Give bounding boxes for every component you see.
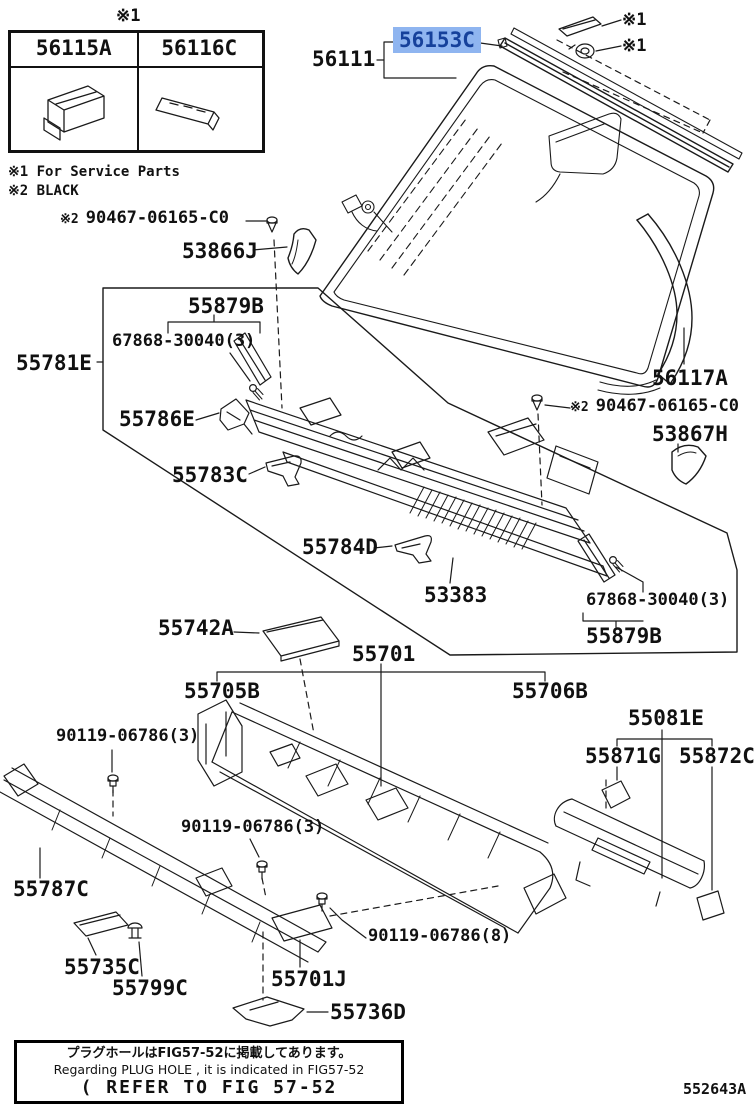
inset-marker: ※1 [116,6,141,26]
grommet-55799c [127,922,143,939]
part-number: 90467-06165-C0 [85,208,230,228]
inset-part-drawings [43,85,220,141]
flange-55701j [271,904,333,942]
mirror-mount [535,112,622,203]
bracket-55872c [696,890,725,921]
part-label-90467-06165-c0-right[interactable]: ※2 90467-06165-C0 [570,396,740,416]
service-parts-top-right [558,16,602,59]
retainer-55879b-left [233,332,272,386]
plug-hole-note-en: Regarding PLUG HOLE , it is indicated in… [53,1062,365,1078]
part-label-55787c[interactable]: 55787C [13,877,89,901]
inset-divider [136,33,139,150]
part-55786e [219,398,253,435]
part-label-53866j[interactable]: 53866J [182,239,258,263]
part-label-55706b[interactable]: 55706B [512,679,588,703]
brace-55705b [197,699,243,787]
part-label-55783c[interactable]: 55783C [172,463,248,487]
bracket-55736d [232,996,305,1027]
group-border-55781e [102,287,738,656]
part-label-55781e[interactable]: 55781E [16,351,92,375]
part-label-90119-06786-8[interactable]: 90119-06786(8) [368,926,512,946]
ref-marker-1b: ※1 [622,36,647,56]
part-label-55879b-right[interactable]: 55879B [586,624,662,648]
reinforcement-group-55081e [553,780,725,921]
service-grommet [575,43,595,59]
lower-molding-56117a [597,213,693,395]
wiper-pivot [341,194,393,233]
cowl-louver-group [219,332,616,583]
vent-grille-hatch [409,486,537,550]
ref-marker-2: ※2 [570,400,589,415]
screw-67868-left [248,383,264,401]
ref-marker-2: ※2 [60,212,79,227]
service-strip [558,16,602,37]
plug-hole-note-jp: プラグホールはFIG57-52に掲載してあります。 [66,1046,352,1061]
part-label-55081e[interactable]: 55081E [628,706,704,730]
inset-header-line [11,66,262,68]
clip-90467-right [531,394,543,411]
part-label-53383[interactable]: 53383 [424,583,488,607]
leader-lines [39,19,713,1013]
clip-90467-top [266,216,278,233]
brace-55706b [523,873,567,915]
retainer-55879b-right [577,533,616,583]
part-label-55799c[interactable]: 55799C [112,976,188,1000]
part-label-56153c-highlighted[interactable]: 56153C [393,27,481,54]
silencer-55742a [262,616,340,662]
top-molding-56153c [497,27,743,173]
part-label-90119-06786-3-mid[interactable]: 90119-06786(3) [181,817,325,837]
part-label-67868-30040-upper[interactable]: 67868-30040(3) [112,331,256,351]
windshield-glass [319,64,715,388]
part-number: 90467-06165-C0 [595,396,740,416]
part-label-53867h[interactable]: 53867H [652,422,728,446]
part-label-56117a[interactable]: 56117A [652,366,728,390]
weatherstrip-53383 [282,451,608,577]
part-label-55701[interactable]: 55701 [352,642,416,666]
note-service-parts: ※1 For Service Parts [8,164,180,180]
part-label-55879b-upper[interactable]: 55879B [188,294,264,318]
dash-panel-group [0,763,327,963]
part-label-55742a[interactable]: 55742A [158,616,234,640]
service-parts-box: 56115A 56116C [8,30,265,153]
part-label-56111[interactable]: 56111 [312,47,376,71]
plug-hole-note-box: プラグホールはFIG57-52に掲載してあります。 Regarding PLUG… [14,1040,404,1104]
part-55783c [265,455,302,487]
plug-hole-refer: ( REFER TO FIG 57-52 [80,1077,338,1099]
bracket-55735c [73,911,129,937]
cowl-panel-group [197,616,567,1027]
garnish-53866j [287,227,317,275]
garnish-53867h [671,444,707,485]
ref-marker-1a: ※1 [622,10,647,30]
part-label-55786e[interactable]: 55786E [119,407,195,431]
bolt-90119-mid [256,860,268,880]
part-label-55872c[interactable]: 55872C [679,744,755,768]
part-label-55701j[interactable]: 55701J [271,967,347,991]
part-label-67868-30040-right[interactable]: 67868-30040(3) [586,590,730,610]
part-label-55784d[interactable]: 55784D [302,535,378,559]
part-label-55735c[interactable]: 55735C [64,955,140,979]
dashed-reference-lines [112,39,711,1001]
part-label-56115a[interactable]: 56115A [35,36,112,60]
part-label-90467-06165-c0-top[interactable]: ※2 90467-06165-C0 [60,208,230,228]
part-label-55736d[interactable]: 55736D [330,1000,406,1024]
diagram-code: 552643A [683,1080,747,1098]
part-label-56116c[interactable]: 56116C [161,36,238,60]
part-55784d [394,535,432,564]
part-label-55871g[interactable]: 55871G [585,744,661,768]
part-label-90119-06786-3-left[interactable]: 90119-06786(3) [56,726,200,746]
bracket-55871g [601,780,631,809]
bolt-90119-right [316,892,328,912]
note-black: ※2 BLACK [8,183,79,199]
fasteners [107,216,624,912]
defroster-lines [367,118,503,276]
part-label-55705b[interactable]: 55705B [184,679,260,703]
